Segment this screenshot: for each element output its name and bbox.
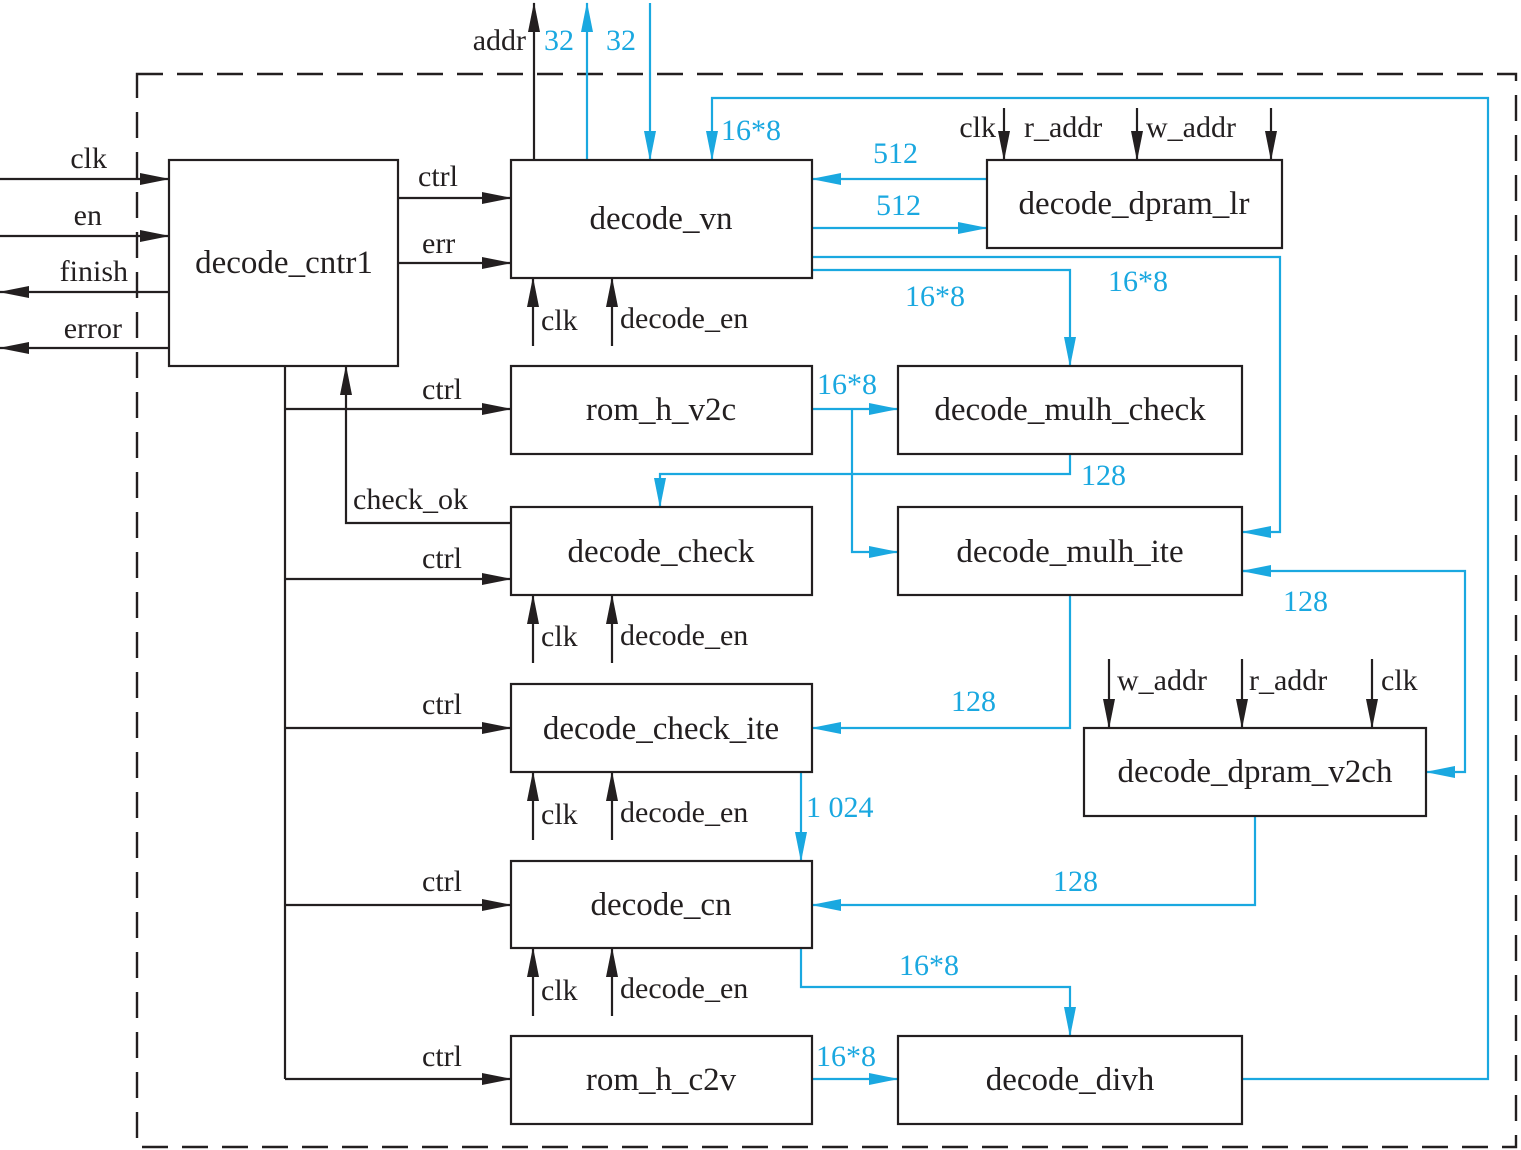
block-label: decode_check_ite	[543, 711, 779, 747]
label-ext-en: en	[74, 199, 102, 232]
width-mulh-ite-to-check-ite: 128	[951, 685, 996, 718]
label-cn-clk: clk	[541, 974, 578, 1007]
width-v2ch-to-cn: 128	[1053, 865, 1098, 898]
width-check-ite-to-cn: 1 024	[806, 791, 874, 824]
width-mulh-check-to-check: 128	[1081, 459, 1126, 492]
label-v2ch-raddr: r_addr	[1249, 664, 1327, 697]
wire-v2ch-to-cn	[811, 816, 1257, 911]
block-decode-vn[interactable]: decode_vn	[509, 158, 814, 280]
label-ext-finish: finish	[60, 255, 128, 288]
label-ctrl-cn: ctrl	[422, 865, 462, 898]
block-label: decode_check	[568, 534, 755, 570]
wire-mulh-check-to-check	[654, 454, 1072, 508]
width-out-32: 32	[544, 24, 574, 57]
label-lr-clk: clk	[959, 111, 996, 144]
block-decode-cntr1[interactable]: decode_cntr1	[167, 158, 400, 368]
width-rom-v2c-out: 16*8	[817, 368, 877, 401]
wire-vn-to-mulh-check	[812, 268, 1076, 367]
block-decode-cn[interactable]: decode_cn	[509, 859, 814, 950]
wire-divh-to-vn	[706, 96, 1490, 1081]
block-rom-h-v2c[interactable]: rom_h_v2c	[509, 364, 814, 456]
label-cn-en: decode_en	[620, 972, 748, 1005]
label-v2ch-waddr: w_addr	[1117, 664, 1207, 697]
wire-mulh-ite-to-check-ite	[811, 596, 1072, 734]
block-label: decode_mulh_check	[934, 392, 1206, 428]
label-ctrl-vn: ctrl	[418, 160, 458, 193]
block-decode-check-ite[interactable]: decode_check_ite	[509, 682, 814, 774]
block-decode-dpram-v2ch[interactable]: decode_dpram_v2ch	[1082, 726, 1428, 818]
block-decode-mulh-check[interactable]: decode_mulh_check	[896, 364, 1244, 456]
width-vn-to-mulh-check: 16*8	[905, 280, 965, 313]
label-vn-clk: clk	[541, 304, 578, 337]
wire-rom-v2c-to-mulh-ite	[850, 409, 899, 558]
label-ext-clk: clk	[70, 142, 107, 175]
width-vn-to-mulh-ite: 16*8	[1108, 265, 1168, 298]
label-ctrl-rom-c2v: ctrl	[422, 1040, 462, 1073]
block-label: decode_dpram_lr	[1019, 186, 1250, 222]
data-wires	[581, 2, 1490, 1085]
width-vn-to-lr: 512	[876, 189, 921, 222]
block-decode-check[interactable]: decode_check	[509, 505, 814, 597]
width-divh-to-vn: 16*8	[721, 114, 781, 147]
block-label: decode_cn	[590, 887, 731, 923]
label-lr-raddr: r_addr	[1024, 111, 1102, 144]
wire-check-ok	[340, 365, 511, 525]
width-lr-to-vn: 512	[873, 137, 918, 170]
label-err: err	[422, 227, 455, 260]
block-label: decode_cntr1	[195, 245, 373, 281]
label-check-ite-clk: clk	[541, 798, 578, 831]
width-cn-to-divh: 16*8	[899, 949, 959, 982]
label-ctrl-rom-v2c: ctrl	[422, 373, 462, 406]
label-ext-error: error	[64, 312, 122, 345]
label-check-ok: check_ok	[353, 483, 468, 516]
block-label: rom_h_c2v	[586, 1062, 737, 1098]
block-label: decode_vn	[590, 201, 733, 237]
label-check-en: decode_en	[620, 619, 748, 652]
block-decode-divh[interactable]: decode_divh	[896, 1034, 1244, 1126]
width-in-32: 32	[606, 24, 636, 57]
label-lr-waddr: w_addr	[1146, 111, 1236, 144]
wire-vn-to-mulh-ite	[812, 255, 1282, 538]
block-decode-mulh-ite[interactable]: decode_mulh_ite	[896, 505, 1244, 597]
wire-v2ch-mulh-ite	[1242, 569, 1467, 778]
block-rom-h-c2v[interactable]: rom_h_c2v	[509, 1034, 814, 1126]
wire-cn-to-divh	[799, 948, 1076, 1037]
width-v2ch-to-mulh-ite: 128	[1283, 585, 1328, 618]
block-decode-dpram-lr[interactable]: decode_dpram_lr	[985, 158, 1284, 250]
block-label: decode_mulh_ite	[956, 534, 1183, 570]
label-ctrl-check: ctrl	[422, 542, 462, 575]
module-boundary	[135, 72, 1518, 1149]
block-label: decode_divh	[986, 1062, 1155, 1098]
label-check-clk: clk	[541, 620, 578, 653]
port-labels: clk en finish error addr ctrl err ctrl c…	[60, 24, 1418, 1073]
width-rom-c2v-to-divh: 16*8	[816, 1040, 876, 1073]
width-labels: 32 32 16*8 512 512 16*8 16*8 16*8 128 12…	[544, 24, 1328, 1073]
label-ctrl-check-ite: ctrl	[422, 688, 462, 721]
label-check-ite-en: decode_en	[620, 796, 748, 829]
label-addr: addr	[473, 24, 526, 57]
label-v2ch-clk: clk	[1381, 664, 1418, 697]
label-vn-en: decode_en	[620, 302, 748, 335]
block-label: rom_h_v2c	[586, 392, 736, 428]
block-label: decode_dpram_v2ch	[1118, 754, 1393, 790]
control-wires	[0, 2, 1378, 1085]
